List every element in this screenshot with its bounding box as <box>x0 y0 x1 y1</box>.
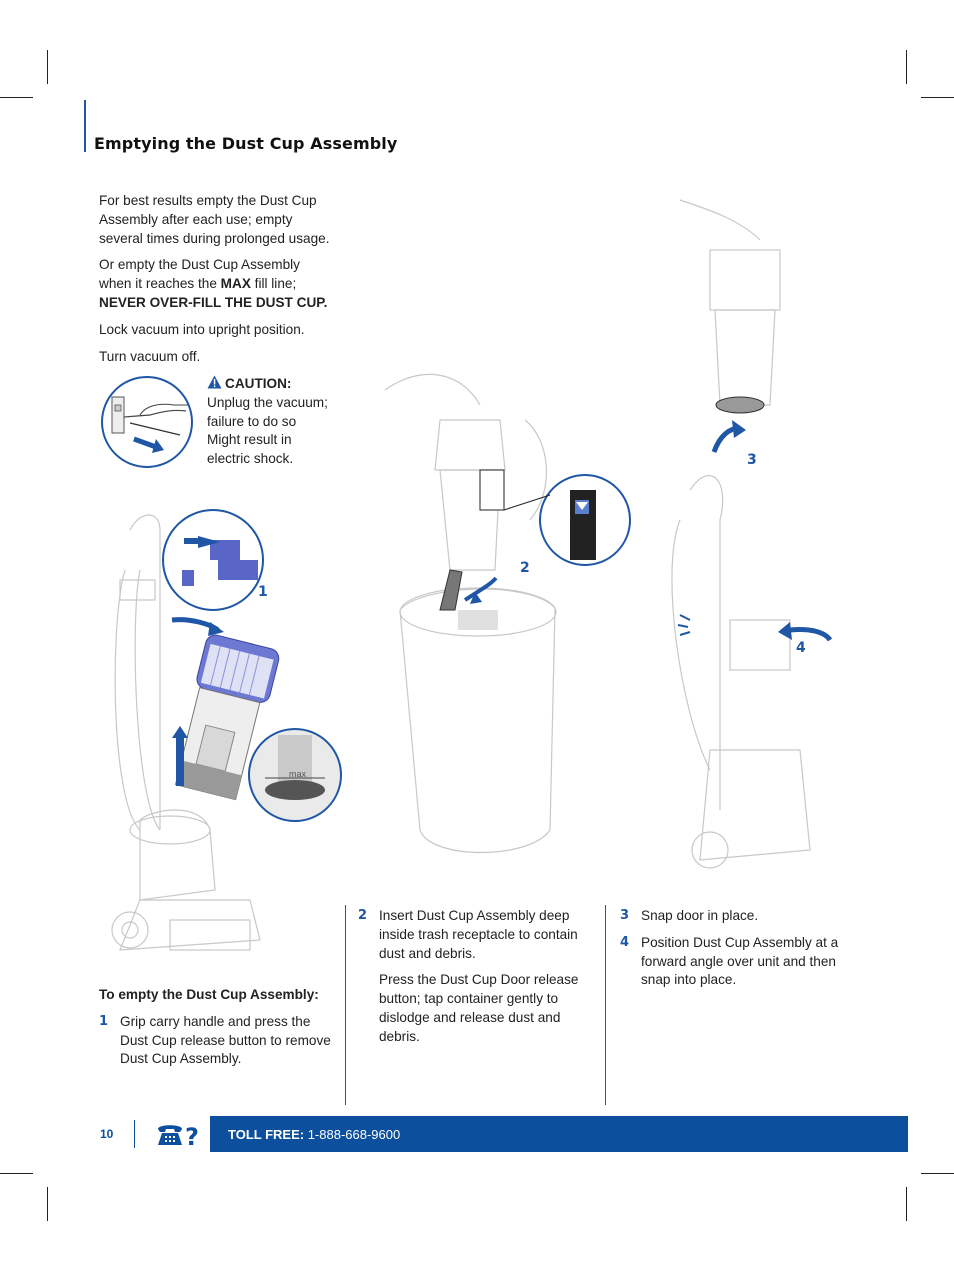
step-2: 2 Insert Dust Cup Assembly deep inside t… <box>358 907 580 1047</box>
figure-label-4: 4 <box>796 640 806 656</box>
step-3-number: 3 <box>620 908 630 923</box>
footer-bar: 10 ? TOLL FREE: 1-888-668-9600 <box>88 1116 908 1152</box>
unplug-illustration <box>100 375 194 474</box>
intro-paragraph-1: For best results empty the Dust Cup Asse… <box>99 193 330 246</box>
intro-paragraph-2: Or empty the Dust Cup Assembly when it r… <box>99 256 331 312</box>
crop-mark <box>906 50 907 84</box>
page-title: Emptying the Dust Cup Assembly <box>94 134 398 153</box>
caution-text: Unplug the vacuum; failure to do so Migh… <box>207 394 328 467</box>
intro-p2-text: Or empty the Dust Cup Assembly when it r… <box>99 257 300 292</box>
figure-1-illustration: max 1 <box>100 500 350 985</box>
caution-box: CAUTION: Unplug the vacuum; failure to d… <box>207 375 332 469</box>
step-2-text-b: Press the Dust Cup Door release button; … <box>379 972 579 1044</box>
heading-accent-bar <box>84 100 86 152</box>
step-3-text: Snap door in place. <box>641 908 759 923</box>
column-rule <box>605 905 606 1105</box>
crop-mark <box>0 1173 33 1174</box>
footer-left-panel <box>88 1116 210 1152</box>
caution-header: CAUTION: <box>207 375 332 394</box>
overfill-warning: NEVER OVER-FILL THE DUST CUP. <box>99 294 328 310</box>
step-2-number: 2 <box>358 908 368 923</box>
instructions-col-1: To empty the Dust Cup Assembly: 1 Grip c… <box>99 986 335 1069</box>
max-label: MAX <box>220 276 251 292</box>
figure-label-2: 2 <box>520 560 530 576</box>
phone-icon: ? <box>154 1121 206 1154</box>
figure-2-illustration: 2 <box>380 360 640 865</box>
toll-free-number: 1-888-668-9600 <box>307 1127 401 1142</box>
step-1-text: Grip carry handle and press the Dust Cup… <box>120 1013 331 1067</box>
crop-mark <box>921 1173 954 1174</box>
step-3: 3 Snap door in place. <box>620 907 840 926</box>
step-4-number: 4 <box>620 934 630 950</box>
warning-icon <box>207 375 222 389</box>
crop-mark <box>47 50 48 84</box>
toll-free-line: TOLL FREE: 1-888-668-9600 <box>228 1127 400 1142</box>
crop-mark <box>0 97 33 98</box>
footer-divider <box>134 1120 135 1148</box>
figure-label-3: 3 <box>747 452 757 468</box>
crop-mark <box>921 97 954 98</box>
figure-3-4-illustration: 3 4 <box>650 190 850 895</box>
page-number: 10 <box>100 1127 114 1141</box>
instructions-col-3: 3 Snap door in place. 4 Position Dust Cu… <box>620 907 840 990</box>
svg-text:?: ? <box>185 1123 199 1149</box>
intro-paragraph-3: Lock vacuum into upright position. <box>99 321 305 337</box>
crop-mark <box>47 1187 48 1221</box>
step-4-text: Position Dust Cup Assembly at a forward … <box>641 934 839 988</box>
column-rule <box>345 905 346 1105</box>
caution-label: CAUTION: <box>225 376 292 391</box>
instructions-col-2: 2 Insert Dust Cup Assembly deep inside t… <box>358 907 580 1047</box>
intro-paragraph-4: Turn vacuum off. <box>99 348 201 364</box>
crop-mark <box>906 1187 907 1221</box>
step-4: 4 Position Dust Cup Assembly at a forwar… <box>620 934 840 990</box>
toll-free-label: TOLL FREE: <box>228 1127 305 1142</box>
intro-text: For best results empty the Dust Cup Asse… <box>99 192 331 374</box>
step-1: 1 Grip carry handle and press the Dust C… <box>99 1013 335 1069</box>
step-1-number: 1 <box>99 1013 109 1029</box>
step-2-text: Insert Dust Cup Assembly deep inside tra… <box>379 908 578 961</box>
instructions-heading: To empty the Dust Cup Assembly: <box>99 987 319 1002</box>
intro-p2-text-b: fill line; <box>250 276 297 292</box>
max-fill-mark: max <box>289 769 307 779</box>
figure-label-1: 1 <box>258 584 268 600</box>
